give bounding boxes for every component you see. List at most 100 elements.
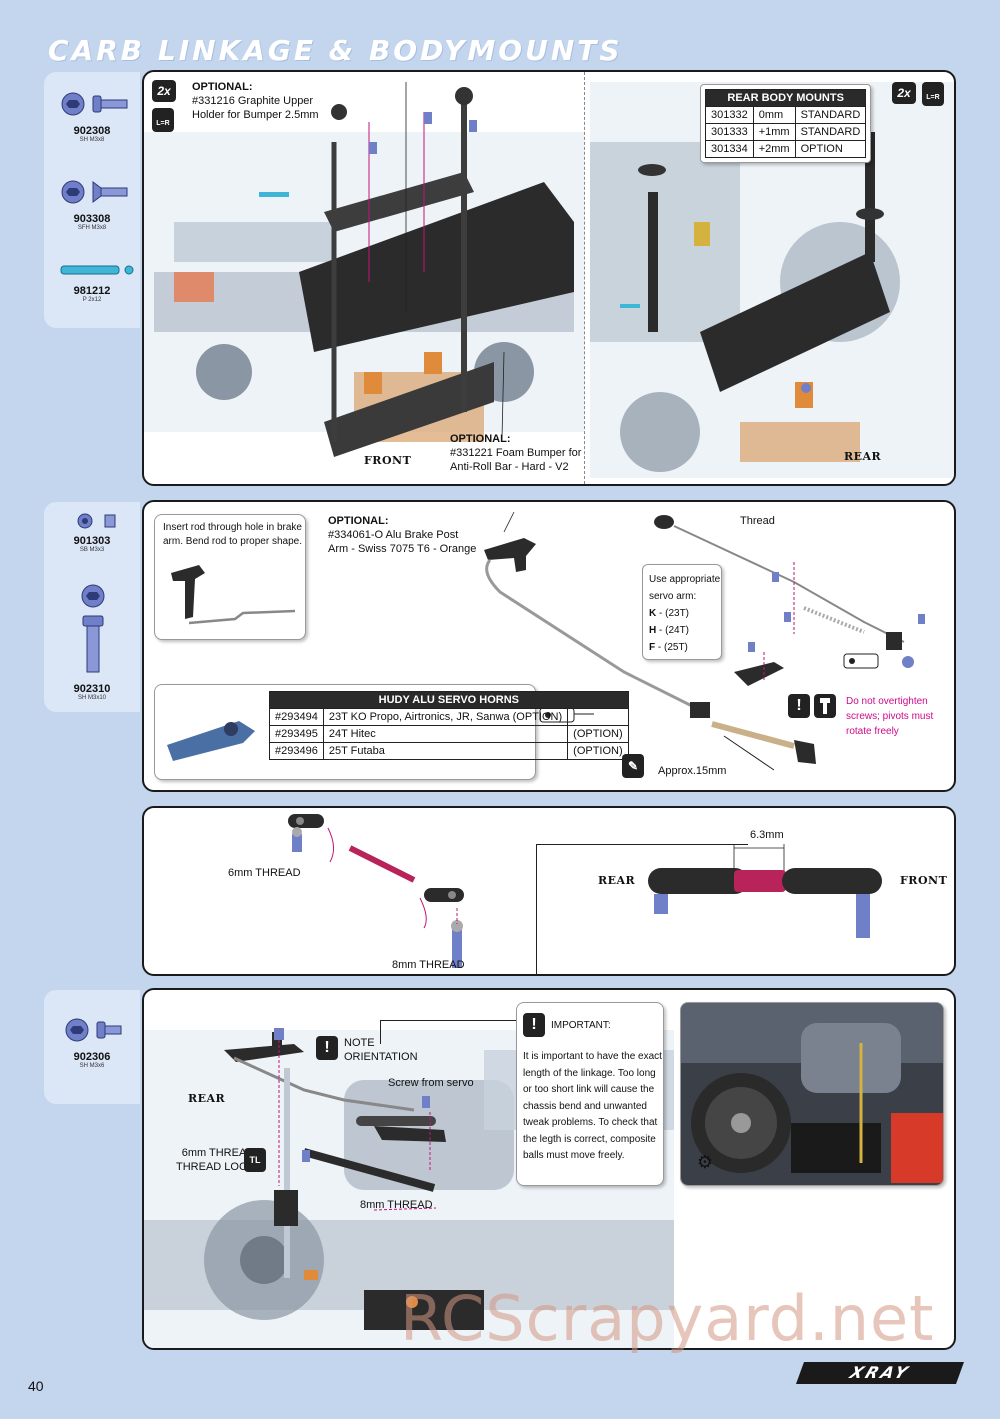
desc-cell: 24T Hitec — [322, 725, 569, 743]
status-cell: OPTION — [794, 140, 867, 158]
rear-body-mounts-table-box: REAR BODY MOUNTS 301332 0mm STANDARD 301… — [700, 84, 872, 163]
assembled-car-photo — [681, 1003, 943, 1185]
panel-divider — [584, 72, 585, 484]
part-cell: #293494 — [269, 708, 324, 726]
part-number: 902308 — [73, 125, 111, 137]
step3-panel: 6mm THREAD 8mm THREAD 6.3mm REAR FRONT — [142, 806, 956, 976]
important-heading: IMPORTANT: — [551, 1020, 611, 1031]
part-981212: 981212 P 2x12 — [44, 260, 140, 303]
rear-direction-label: REAR — [188, 1092, 226, 1105]
dimension-label: 6.3mm — [750, 829, 784, 841]
table-row: #293494 23T KO Propo, Airtronics, JR, Sa… — [269, 708, 629, 726]
screw-sb-icon — [77, 513, 116, 529]
part-number: 901303 — [73, 535, 111, 547]
eight-mm-thread-label: 8mm THREAD — [392, 959, 465, 971]
six-mm-thread-lock-label: 6mm THREAD THREAD LOCK — [176, 1147, 255, 1173]
status-cell: STANDARD — [794, 106, 867, 124]
tools-icon: ⚙ — [696, 1152, 714, 1172]
insert-rod-box: Insert rod through hole in brake arm. Be… — [154, 514, 306, 640]
callout-line — [536, 844, 748, 974]
optional-heading: OPTIONAL: — [328, 515, 389, 527]
rear-direction-label: REAR — [844, 450, 882, 463]
part-number: 903308 — [73, 213, 111, 225]
eight-mm-thread-label: 8mm THREAD — [360, 1199, 433, 1211]
table-row: #293495 24T Hitec (OPTION) — [269, 725, 629, 743]
parts-column-step2: 901303 SB M3x3 902310 SH M3x10 — [44, 502, 140, 712]
callout-line — [380, 1020, 516, 1044]
screw-sfh-icon — [61, 180, 128, 204]
insert-rod-text: Insert rod through hole in brake arm. Be… — [163, 522, 302, 547]
size-cell: +1mm — [752, 123, 796, 141]
approx-length-label: Approx.15mm — [658, 765, 727, 777]
part-spec: SH M3x10 — [77, 695, 106, 701]
part-spec: P 2x12 — [82, 297, 102, 303]
part-cell: 301332 — [705, 106, 754, 124]
table-row: 301332 0mm STANDARD — [705, 106, 867, 124]
warning-icon: ! — [316, 1036, 338, 1060]
servo-horn-illustration — [167, 721, 255, 761]
thread-label: Thread — [740, 515, 775, 527]
screw-sh-icon — [61, 92, 128, 116]
brand-logo: XRAY — [795, 1362, 965, 1384]
optional-line: #331216 Graphite Upper — [192, 95, 314, 107]
warning-icon: ! — [788, 694, 810, 718]
parts-column-step1: 902308 SH M3x8 903308 SFH M3x8 981212 P … — [44, 72, 140, 328]
front-direction-label: FRONT — [900, 874, 948, 887]
rear-direction-label: REAR — [598, 874, 636, 887]
step2-panel: Insert rod through hole in brake arm. Be… — [142, 500, 956, 792]
screw-from-servo-label: Screw from servo — [388, 1077, 474, 1089]
part-cell: #293495 — [269, 725, 324, 743]
part-902306: 902306 SH M3x6 — [44, 1016, 140, 1069]
left-right-same-icon: L=R — [152, 108, 174, 132]
optional-line: Anti-Roll Bar - Hard - V2 — [450, 461, 569, 473]
servo-horns-table: HUDY ALU SERVO HORNS #293494 23T KO Prop… — [269, 691, 629, 760]
linkage-assembly-illustration — [288, 814, 464, 968]
thread-lock-icon: TL — [244, 1148, 266, 1172]
size-cell: +2mm — [752, 140, 796, 158]
front-bumper-illustration — [144, 82, 584, 457]
pin-icon — [60, 265, 134, 275]
brake-linkage-illustration — [484, 511, 925, 771]
measure-icon: ✎ — [622, 754, 644, 778]
optional-heading: OPTIONAL: — [450, 433, 511, 445]
part-spec: SB M3x3 — [79, 547, 105, 553]
table-title: REAR BODY MOUNTS — [704, 89, 867, 107]
screw-sh-icon — [81, 584, 105, 673]
optional-line: Holder for Bumper 2.5mm — [192, 109, 319, 121]
servo-horns-box: HUDY ALU SERVO HORNS #293494 23T KO Prop… — [154, 684, 629, 780]
part-902310: 902310 SH M3x10 — [44, 582, 140, 701]
part-spec: SFH M3x8 — [77, 225, 107, 231]
optional-line: #334061-O Alu Brake Post — [328, 529, 459, 541]
desc-cell: 23T KO Propo, Airtronics, JR, Sanwa (OPT… — [322, 708, 569, 726]
table-row: 301334 +2mm OPTION — [705, 140, 867, 158]
note-orientation-label: NOTE ORIENTATION — [344, 1037, 418, 1063]
part-spec: SH M3x6 — [79, 1063, 105, 1069]
tag-cell: (OPTION) — [567, 725, 629, 743]
left-right-same-icon: L=R — [922, 82, 944, 106]
photo-box — [680, 1002, 944, 1186]
part-spec: SH M3x8 — [79, 137, 105, 143]
step4-panel: REAR ! NOTE ORIENTATION Screw from servo… — [142, 988, 956, 1350]
part-903308: 903308 SFH M3x8 — [44, 178, 140, 231]
desc-cell: 25T Futaba — [322, 742, 569, 760]
screw-icon — [814, 694, 836, 718]
part-cell: 301333 — [705, 123, 754, 141]
optional-upper-holder-label: OPTIONAL: #331216 Graphite Upper Holder … — [192, 80, 319, 122]
optional-heading: OPTIONAL: — [192, 81, 253, 93]
servo-arm-text: Use appropriate servo arm: K - (23T) H -… — [649, 574, 721, 653]
part-901303: 901303 SB M3x3 — [44, 512, 140, 553]
brake-arm-rod-illustration — [171, 565, 296, 625]
size-cell: 0mm — [752, 106, 796, 124]
part-cell: 301334 — [705, 140, 754, 158]
servo-arm-box: Use appropriate servo arm: K - (23T) H -… — [642, 564, 722, 660]
table-row: 301333 +1mm STANDARD — [705, 123, 867, 141]
tag-cell — [567, 708, 629, 726]
important-text: It is important to have the exact length… — [523, 1051, 662, 1161]
status-cell: STANDARD — [794, 123, 867, 141]
screw-sh-icon — [65, 1018, 122, 1042]
optional-line: Arm - Swiss 7075 T6 - Orange — [328, 543, 477, 555]
part-number: 902306 — [73, 1051, 111, 1063]
part-number: 902310 — [73, 683, 111, 695]
warning-icon: ! — [523, 1013, 545, 1037]
important-box: ! IMPORTANT: It is important to have the… — [516, 1002, 664, 1186]
